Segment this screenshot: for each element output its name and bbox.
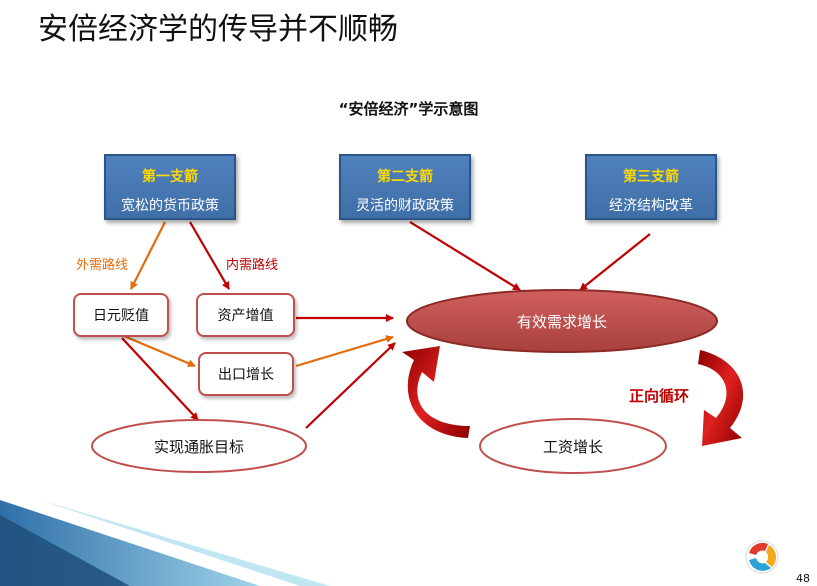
demand-ellipse xyxy=(406,289,718,353)
pillar-third-arrow: 第三支箭 经济结构改革 xyxy=(585,154,717,220)
pillar-title: 第二支箭 xyxy=(377,169,433,185)
node-export-growth: 出口增长 xyxy=(198,352,294,396)
arrow-inflation-to-demand xyxy=(305,342,396,429)
diagram-title: “安倍经济”学示意图 xyxy=(338,100,479,118)
arrow-export-to-demand xyxy=(295,335,394,368)
node-yen-depreciation: 日元贬值 xyxy=(73,293,169,337)
arrow-external-route xyxy=(130,221,166,290)
cycle-arrow-left xyxy=(402,346,470,438)
external-route-label: 外需路线 xyxy=(76,258,129,273)
pillar-second-arrow: 第二支箭 灵活的财政政策 xyxy=(339,154,471,220)
arrow-reform-to-demand xyxy=(579,233,651,291)
cycle-arrow-right xyxy=(698,350,744,446)
inflation-ellipse xyxy=(91,419,307,473)
pillar-desc: 经济结构改革 xyxy=(609,198,693,214)
node-asset-appreciation: 资产增值 xyxy=(196,293,295,337)
arrow-fiscal-to-demand xyxy=(409,221,521,291)
node-demand-growth: 有效需求增长 xyxy=(516,313,607,331)
slide-title: 安倍经济学的传导并不顺畅 xyxy=(38,12,398,47)
company-logo xyxy=(745,540,779,574)
pillar-desc: 灵活的财政政策 xyxy=(356,198,454,214)
page-number: 48 xyxy=(796,572,810,585)
arrow-yen-to-inflation xyxy=(121,337,199,421)
pillar-first-arrow: 第一支箭 宽松的货币政策 xyxy=(104,154,236,220)
pillar-title: 第三支箭 xyxy=(623,169,679,185)
arrow-internal-route xyxy=(189,221,230,290)
decorative-wedge xyxy=(0,500,330,586)
internal-route-label: 内需路线 xyxy=(226,258,279,273)
pillar-desc: 宽松的货币政策 xyxy=(121,198,219,214)
node-wage-growth: 工资增长 xyxy=(542,438,603,456)
wage-ellipse xyxy=(479,418,667,474)
node-inflation-target: 实现通胀目标 xyxy=(153,438,244,456)
pillar-title: 第一支箭 xyxy=(142,169,198,185)
arrow-yen-to-export xyxy=(123,334,196,368)
cycle-label: 正向循环 xyxy=(629,387,690,405)
